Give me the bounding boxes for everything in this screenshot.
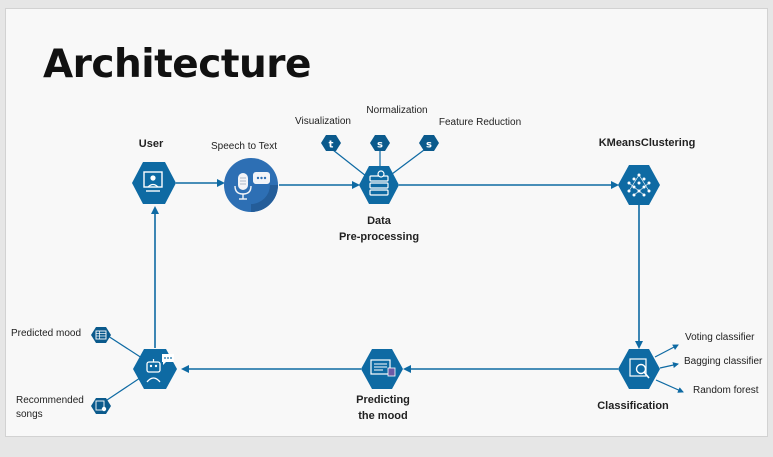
data-preprocessing-label-line2: Pre-processing (338, 231, 420, 243)
visualization-step-icon: t (321, 135, 341, 151)
predicting-mood-label-line2: the mood (358, 410, 408, 422)
svg-text:s: s (377, 140, 383, 151)
classifier-spokes (654, 344, 684, 393)
output-spokes (103, 335, 146, 403)
normalization-step-icon: s (370, 135, 390, 151)
bagging-classifier-label: Bagging classifier (684, 356, 763, 367)
speech-to-text-label: Speech to Text (211, 141, 277, 152)
predicted-mood-icon (91, 327, 111, 343)
svg-text:s: s (426, 140, 432, 151)
visualization-label: Visualization (295, 116, 351, 127)
kmeans-node (618, 165, 660, 205)
feature-reduction-label: Feature Reduction (438, 117, 522, 128)
kmeans-label: KMeansClustering (598, 137, 696, 149)
predicted-mood-label: Predicted mood (11, 328, 82, 339)
data-preprocessing-node (359, 166, 399, 204)
predicting-node (361, 349, 403, 389)
recommended-songs-label-line2: songs (16, 409, 43, 420)
classification-label: Classification (597, 400, 669, 412)
speech-to-text-node (224, 158, 278, 212)
feature-reduction-step-icon: s (419, 135, 439, 151)
page-title: Architecture (43, 42, 311, 87)
predicting-mood-label-line1: Predicting (356, 394, 410, 406)
user-label: User (138, 138, 164, 150)
recommended-songs-icon (91, 398, 111, 414)
flow-connectors (151, 179, 643, 373)
recommended-songs-label-line1: Recommended (16, 395, 84, 406)
data-preprocessing-label-line1: Data (367, 215, 391, 227)
normalization-label: Normalization (366, 105, 428, 116)
classification-node (618, 349, 660, 389)
random-forest-label: Random forest (693, 385, 759, 396)
svg-text:t: t (329, 140, 334, 151)
output-node (133, 349, 177, 389)
user-node (132, 162, 176, 204)
voting-classifier-label: Voting classifier (685, 332, 755, 343)
